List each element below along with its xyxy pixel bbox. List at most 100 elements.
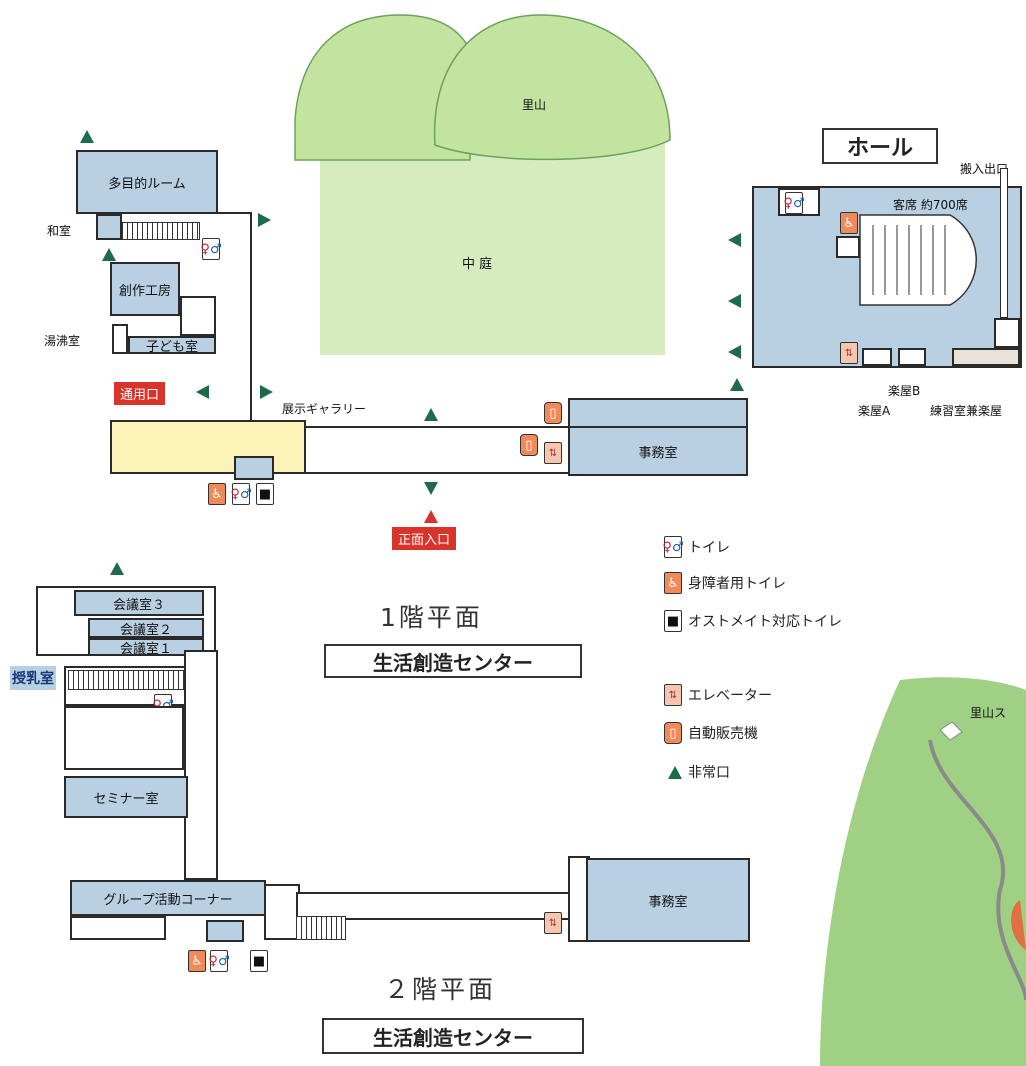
meeting-room-3[interactable]: 会議室３ bbox=[74, 590, 204, 616]
f1-building-title: 生活創造センター bbox=[324, 644, 582, 678]
legend-elevator-icon: ⇅ bbox=[664, 684, 682, 706]
gallery-label: 展示ギャラリー bbox=[282, 402, 367, 416]
legend-exit-label: 非常口 bbox=[688, 765, 730, 781]
kids-room[interactable]: 子ども室 bbox=[128, 336, 216, 355]
f1-ostomate-toilet-icon: ■ bbox=[256, 483, 274, 505]
japanese-room-label: 和室 bbox=[47, 224, 72, 238]
loading-room bbox=[994, 318, 1020, 348]
f1-vending-icon-2: ▯ bbox=[520, 434, 538, 456]
legend-toilet-label: トイレ bbox=[688, 540, 730, 556]
f1-corridor-east bbox=[216, 212, 252, 422]
hall-exit-4 bbox=[730, 378, 744, 391]
courtyard-lawn bbox=[320, 140, 665, 355]
dressing-a-room bbox=[862, 348, 892, 366]
legend-accessible-icon: ♿ bbox=[664, 572, 682, 594]
f1-toilet-icon-top: ♀♂ bbox=[200, 238, 222, 260]
f1-exit-service bbox=[196, 385, 209, 399]
kitchenette-room bbox=[112, 324, 128, 354]
legend-elevator: ⇅ エレベーター bbox=[664, 684, 772, 706]
map-inset-building bbox=[939, 721, 963, 741]
f2-toilet-room bbox=[206, 920, 244, 942]
meeting-room-1[interactable]: 会議室１ bbox=[88, 638, 204, 657]
dressing-b-label: 楽屋B bbox=[888, 384, 921, 398]
f2-corridor-east bbox=[184, 650, 218, 880]
f2-ostomate-toilet-icon: ■ bbox=[250, 950, 268, 972]
hall-exit-2 bbox=[728, 294, 741, 308]
hall-title: ホール bbox=[822, 128, 938, 164]
f2-building-title: 生活創造センター bbox=[322, 1018, 584, 1054]
group-activity-corner[interactable]: グループ活動コーナー bbox=[70, 880, 266, 916]
loading-corridor bbox=[1000, 168, 1008, 318]
seminar-room[interactable]: セミナー室 bbox=[64, 776, 188, 818]
f1-exit-top bbox=[80, 130, 94, 143]
f2-office[interactable]: 事務室 bbox=[586, 858, 750, 942]
rehearsal-room bbox=[952, 348, 1020, 366]
f2-west-block bbox=[64, 706, 184, 770]
f1-exit-east-upper bbox=[258, 213, 271, 227]
hall-seats-label: 客席 約700席 bbox=[893, 198, 968, 212]
legend-ostomate-toilet: ■ オストメイト対応トイレ bbox=[664, 610, 842, 632]
hall-accessible-toilet-icon: ♿ bbox=[840, 212, 858, 234]
f1-office-north[interactable] bbox=[568, 398, 748, 428]
nursing-room-label: 授乳室 bbox=[10, 666, 56, 690]
legend-vending-icon: ▯ bbox=[664, 722, 682, 744]
satoyama-label: 里山 bbox=[522, 98, 547, 112]
f1-accessible-toilet-icon: ♿ bbox=[208, 483, 226, 505]
f1-elevator-icon: ⇅ bbox=[544, 442, 562, 464]
service-entrance-tag: 通用口 bbox=[114, 382, 166, 405]
courtyard-label: 中 庭 bbox=[462, 257, 493, 272]
map-inset bbox=[820, 677, 1026, 1066]
f1-exit-gallery bbox=[260, 385, 273, 399]
main-entrance-tag: 正面入口 bbox=[392, 527, 457, 550]
map-inset-marker bbox=[1011, 900, 1026, 950]
multipurpose-room[interactable]: 多目的ルーム bbox=[76, 150, 218, 214]
kitchenette-label: 湯沸室 bbox=[44, 334, 81, 348]
legend-vending: ▯ 自動販売機 bbox=[664, 722, 758, 744]
f1-stairs bbox=[122, 222, 200, 240]
f2-toilet-icon: ♀♂ bbox=[208, 950, 230, 972]
f1-toilet-icon: ♀♂ bbox=[230, 483, 252, 505]
legend-toilet-icon: ♀♂ bbox=[662, 536, 684, 558]
dressing-a-label: 楽屋A bbox=[858, 404, 891, 418]
f1-floor-label: 1階平面 bbox=[380, 603, 483, 632]
f2-south-block bbox=[70, 916, 166, 940]
legend-exit-icon bbox=[668, 765, 682, 779]
f2-accessible-toilet-icon: ♿ bbox=[188, 950, 206, 972]
rehearsal-room-label: 練習室兼楽屋 bbox=[930, 404, 1003, 418]
f1-exit-west bbox=[102, 248, 116, 261]
legend-accessible-label: 身障者用トイレ bbox=[688, 576, 786, 592]
legend-ostomate-icon: ■ bbox=[664, 610, 682, 632]
f2-bridge bbox=[296, 892, 572, 920]
f2-elevator-icon: ⇅ bbox=[544, 912, 562, 934]
legend-ostomate-label: オストメイト対応トイレ bbox=[688, 614, 842, 630]
f2-bridge-stairs bbox=[296, 916, 346, 940]
japanese-room[interactable] bbox=[96, 214, 122, 240]
map-inset-road bbox=[928, 739, 1026, 1001]
f1-office[interactable]: 事務室 bbox=[568, 426, 748, 476]
legend-accessible-toilet: ♿ 身障者用トイレ bbox=[664, 572, 786, 594]
f1-exit-front bbox=[424, 482, 438, 495]
map-inset-green bbox=[820, 677, 1026, 1066]
hall-exit-1 bbox=[728, 233, 741, 247]
legend-exit: 非常口 bbox=[668, 762, 730, 782]
f1-storage bbox=[180, 296, 216, 336]
legend-toilet: ♀♂ トイレ bbox=[662, 536, 730, 558]
gallery-room[interactable] bbox=[110, 420, 306, 474]
legend-elevator-label: エレベーター bbox=[688, 688, 772, 704]
dressing-b-room bbox=[898, 348, 926, 366]
hall-elevator-icon: ⇅ bbox=[840, 342, 858, 364]
hill-right bbox=[433, 14, 671, 161]
meeting-room-2[interactable]: 会議室２ bbox=[88, 618, 204, 638]
hall-exit-3 bbox=[728, 345, 741, 359]
map-inset-label: 里山ス bbox=[970, 706, 1007, 720]
craft-studio[interactable]: 創作工房 bbox=[110, 262, 180, 316]
main-entrance-arrow bbox=[424, 510, 438, 523]
f1-vending-icon-1: ▯ bbox=[544, 402, 562, 424]
outdoor-area bbox=[294, 14, 671, 355]
f2-stairs bbox=[68, 670, 184, 690]
hall-toilet-icon: ♀♂ bbox=[783, 192, 805, 214]
f2-exit-top bbox=[110, 562, 124, 575]
loading-entrance-label: 搬入出口 bbox=[960, 162, 1009, 176]
f1-toilet-room bbox=[234, 456, 274, 480]
legend-vending-label: 自動販売機 bbox=[688, 726, 758, 742]
